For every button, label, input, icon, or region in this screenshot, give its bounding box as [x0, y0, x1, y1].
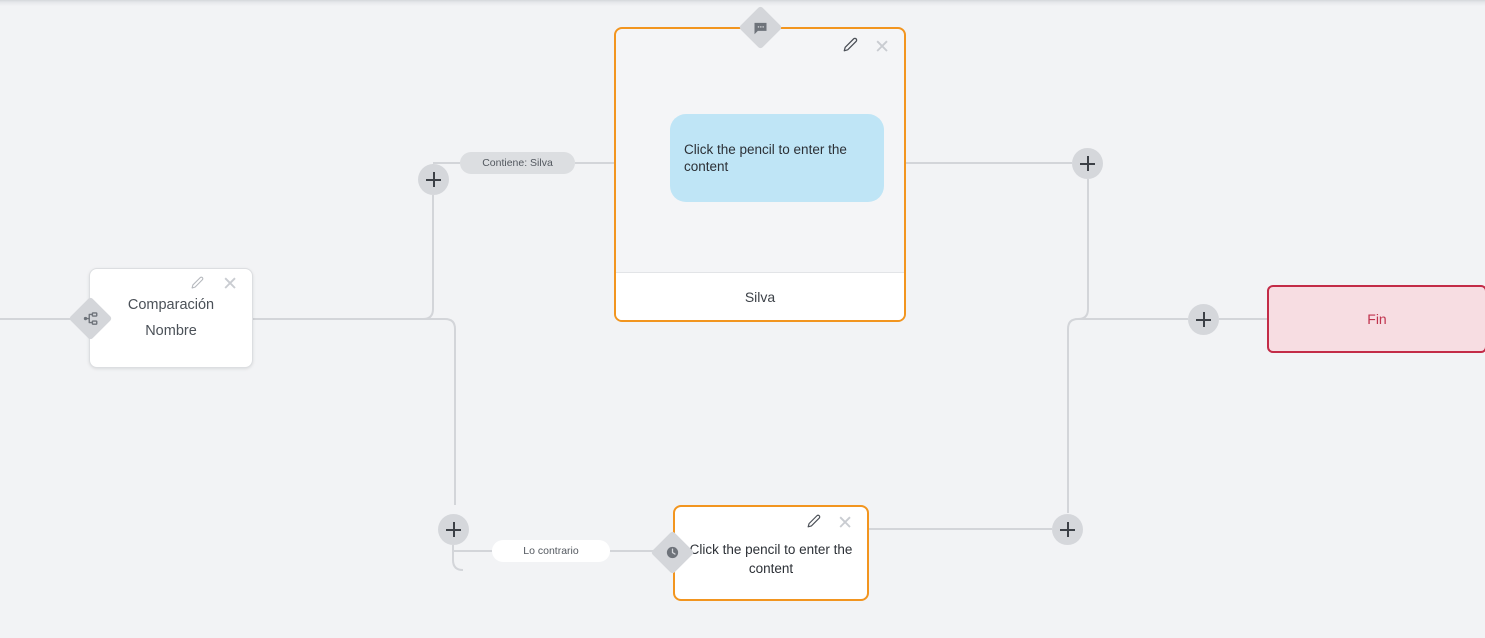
chat-bubble-icon[interactable] — [738, 5, 783, 50]
pencil-icon[interactable] — [807, 514, 821, 533]
close-icon[interactable]: ✕ — [837, 513, 853, 534]
message-bubble: Click the pencil to enter the content — [670, 114, 884, 202]
clock-icon[interactable] — [650, 530, 695, 575]
edge-label-lo-contrario-text: Lo contrario — [523, 545, 579, 557]
edge-branch-down — [253, 318, 456, 505]
edge-label-lo-contrario[interactable]: Lo contrario — [492, 540, 610, 562]
message-footer[interactable]: Silva — [616, 272, 904, 320]
add-after-message-button[interactable] — [1072, 148, 1103, 179]
add-bottom-branch-button[interactable] — [438, 514, 469, 545]
node-comparacion-actions[interactable]: ✕ — [191, 275, 238, 294]
edge-label-contiene-silva-text: Contiene: Silva — [482, 157, 553, 169]
node-other-text: Click the pencil to enter the content — [689, 542, 853, 576]
node-comparacion[interactable]: ✕ Comparación Nombre — [89, 268, 253, 368]
node-message-otherwise[interactable]: ✕ Click the pencil to enter the content — [673, 505, 869, 601]
message-bubble-text: Click the pencil to enter the content — [684, 142, 847, 174]
node-comparacion-subtitle: Nombre — [145, 323, 197, 339]
close-icon[interactable]: ✕ — [874, 36, 890, 58]
sitemap-branch-icon[interactable] — [68, 296, 113, 341]
node-fin-label: Fin — [1367, 311, 1387, 327]
node-message-actions[interactable]: ✕ — [843, 37, 890, 57]
pencil-icon[interactable] — [843, 37, 858, 57]
add-top-branch-button[interactable] — [418, 164, 449, 195]
node-comparacion-title: Comparación — [127, 297, 215, 313]
close-icon[interactable]: ✕ — [222, 274, 238, 295]
edge-plus-down-merge — [1077, 179, 1089, 320]
add-before-end-button[interactable] — [1188, 304, 1219, 335]
edge-label-contiene-silva[interactable]: Contiene: Silva — [460, 152, 575, 174]
message-footer-label: Silva — [744, 288, 776, 305]
edge-bottomplus-down — [452, 545, 464, 571]
edge-branch-up-corner — [422, 308, 434, 320]
add-after-other-button[interactable] — [1052, 514, 1083, 545]
node-other-actions[interactable]: ✕ — [807, 514, 853, 533]
pencil-icon[interactable] — [191, 276, 204, 294]
edge-plus-up-merge — [1067, 318, 1079, 513]
node-fin[interactable]: Fin — [1267, 285, 1485, 353]
node-message-silva[interactable]: ✕ Click the pencil to enter the content … — [614, 27, 906, 322]
